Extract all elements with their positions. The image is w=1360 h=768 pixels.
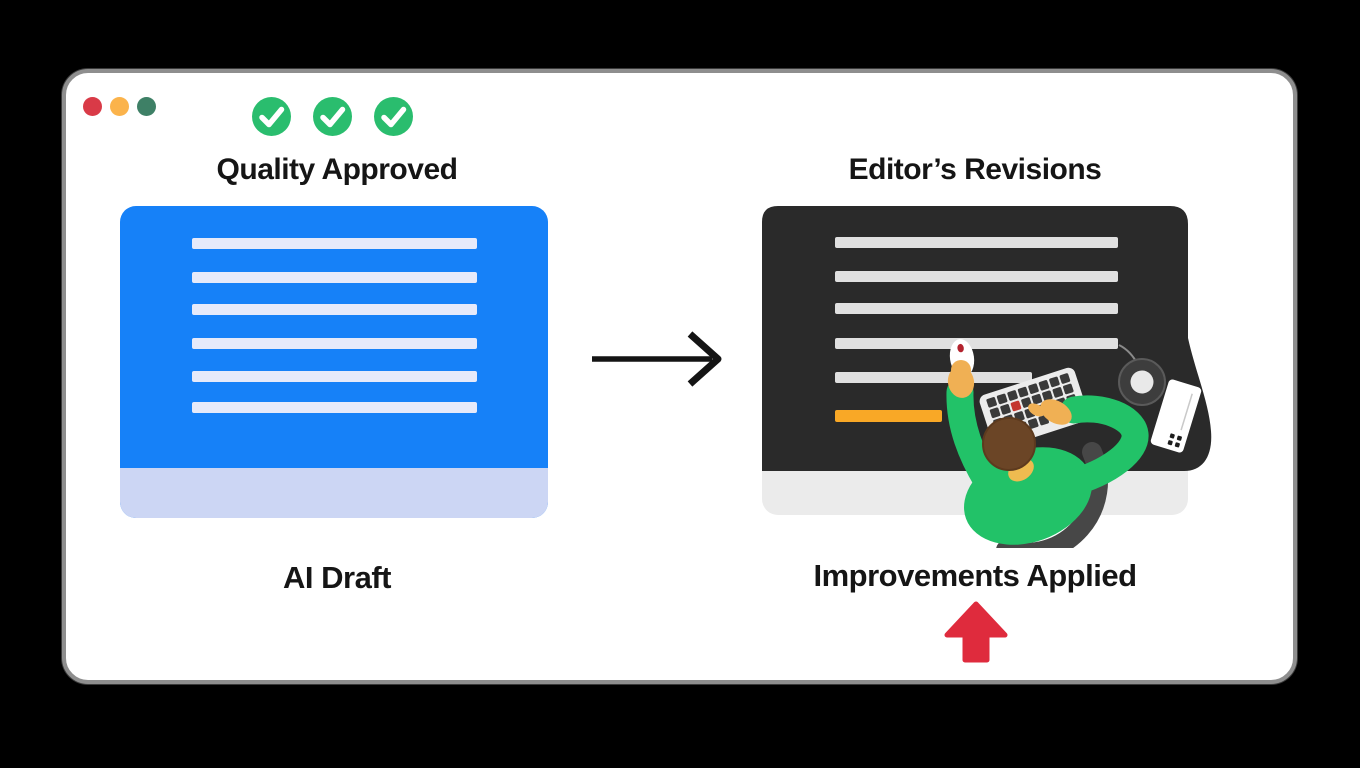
editor-figure — [946, 339, 1149, 548]
left-hand — [947, 366, 975, 398]
zoom-button[interactable] — [137, 97, 156, 116]
right-hand — [1028, 399, 1072, 425]
right-arm — [1054, 395, 1149, 498]
text-line — [835, 338, 1118, 349]
editor-revisions-illustration — [762, 206, 1212, 548]
note-card — [1150, 379, 1202, 453]
loupe-icon — [1118, 358, 1166, 406]
text-line — [192, 272, 477, 283]
window-controls — [83, 97, 156, 116]
head — [982, 417, 1036, 471]
text-line — [835, 237, 1118, 248]
left-panel-title: Quality Approved — [216, 153, 458, 186]
up-arrow-icon — [944, 601, 1008, 663]
text-line — [192, 338, 477, 349]
close-button[interactable] — [83, 97, 102, 116]
check-circle-icon — [374, 97, 413, 136]
left-arm — [946, 378, 1001, 495]
check-circle-icon — [252, 97, 291, 136]
document-footer — [120, 468, 548, 518]
right-panel-title: Editor’s Revisions — [848, 153, 1102, 186]
check-circle-icon — [313, 97, 352, 136]
quality-checkmarks — [251, 96, 414, 137]
text-line — [192, 238, 477, 249]
text-line — [192, 371, 477, 382]
highlight-line — [835, 410, 942, 422]
ai-draft-document — [120, 206, 548, 518]
right-panel-caption: Improvements Applied — [813, 558, 1137, 593]
minimize-button[interactable] — [110, 97, 129, 116]
text-line — [835, 271, 1118, 282]
text-line — [192, 304, 477, 315]
right-arrow-icon — [592, 331, 722, 387]
document-text-lines — [835, 237, 1118, 422]
text-line — [835, 303, 1118, 314]
text-line — [192, 402, 477, 413]
left-panel-caption: AI Draft — [283, 560, 391, 595]
text-line-short — [835, 372, 1032, 383]
